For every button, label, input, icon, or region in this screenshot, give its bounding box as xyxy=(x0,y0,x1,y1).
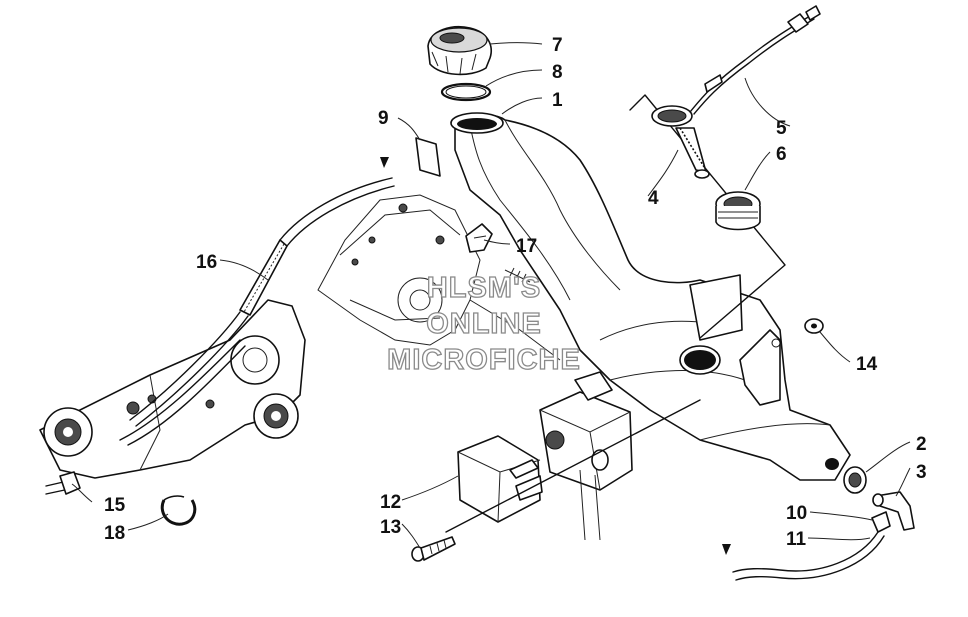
callout-17: 17 xyxy=(516,236,537,257)
watermark-line-2: ONLINE xyxy=(426,308,542,340)
elbow-fitting-part-3 xyxy=(872,491,915,531)
fuel-cap-part-7 xyxy=(427,26,492,76)
hose-end-part-15 xyxy=(45,471,81,495)
screw-near-17 xyxy=(504,267,531,283)
sender-group-part-4 xyxy=(629,94,786,339)
callout-7: 7 xyxy=(552,35,563,56)
callout-8: 8 xyxy=(552,62,563,83)
leader-lines xyxy=(71,42,911,549)
grommet-part-2 xyxy=(843,466,867,494)
callout-11: 11 xyxy=(786,529,807,550)
clip-part-17 xyxy=(465,223,493,253)
callout-2: 2 xyxy=(916,434,927,455)
grommet-part-6 xyxy=(715,191,761,231)
engine-background xyxy=(317,194,561,361)
pulley-right xyxy=(253,393,299,439)
callout-18: 18 xyxy=(104,523,125,544)
nut-part-14 xyxy=(804,318,824,334)
callout-5: 5 xyxy=(776,118,787,139)
fuel-tank-part-1 xyxy=(450,112,851,481)
callout-14: 14 xyxy=(856,354,878,375)
fuel-sender-part-5 xyxy=(651,5,821,179)
watermark-line-3: MICROFICHE xyxy=(387,344,581,376)
hose-part-11 xyxy=(722,531,885,581)
callout-9: 9 xyxy=(378,108,389,129)
fuel-hose-part-16 xyxy=(129,157,395,427)
callout-4: 4 xyxy=(648,188,659,209)
watermark: HLSM'S ONLINE MICROFICHE xyxy=(387,271,581,376)
callout-10: 10 xyxy=(786,503,807,524)
clamp-part-18 xyxy=(160,495,197,526)
callout-13: 13 xyxy=(380,517,401,538)
label-part-9 xyxy=(415,137,441,177)
callout-3: 3 xyxy=(916,462,927,483)
valve-assembly xyxy=(445,371,701,541)
callout-15: 15 xyxy=(104,495,126,516)
callout-12: 12 xyxy=(380,492,401,513)
clamp-part-10 xyxy=(871,511,891,533)
callout-1: 1 xyxy=(552,90,563,111)
pulley-left xyxy=(43,407,93,457)
bolt-part-13 xyxy=(411,536,456,562)
watermark-line-1: HLSM'S xyxy=(427,272,541,304)
o-ring-part-8 xyxy=(440,82,492,102)
callout-6: 6 xyxy=(776,144,787,165)
callout-16: 16 xyxy=(196,252,217,273)
engine-plate xyxy=(39,299,306,479)
callouts: 7 8 1 9 5 6 4 17 16 14 2 3 12 10 13 11 1… xyxy=(104,35,927,550)
module-part-12 xyxy=(457,435,543,523)
